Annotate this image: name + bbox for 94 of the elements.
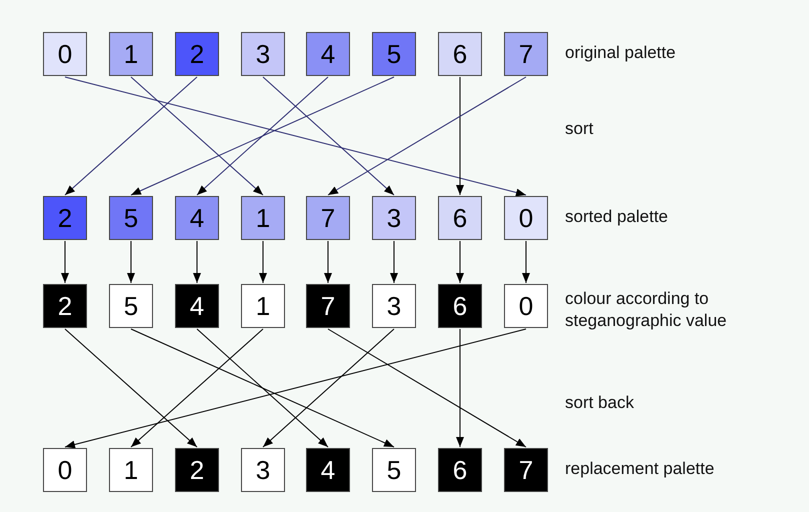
palette-index: 3: [386, 205, 402, 231]
palette-entry-box: [241, 196, 285, 240]
palette-index: 4: [190, 293, 204, 319]
arrow: [196, 76, 328, 196]
arrow: [196, 328, 328, 448]
palette-index: 6: [452, 205, 468, 231]
palette-index: 0: [58, 41, 72, 67]
palette-entry-box: [43, 448, 87, 492]
arrow: [64, 328, 198, 448]
palette-index: 0: [518, 205, 534, 231]
palette-entry-box: [175, 284, 219, 328]
palette-index: 5: [124, 205, 138, 231]
row-label: sorted palette: [565, 206, 670, 228]
arrow: [262, 328, 394, 448]
arrow: [456, 240, 464, 284]
arrow: [130, 328, 264, 448]
arrow: [328, 328, 526, 448]
row-label: replacement palette: [565, 458, 716, 480]
palette-entry-box: [504, 196, 548, 240]
palette-entry-box: [43, 32, 87, 76]
arrow: [193, 240, 201, 284]
arrow: [64, 328, 526, 448]
arrow: [61, 240, 69, 284]
arrow: [456, 328, 464, 448]
palette-entry-box: [109, 196, 153, 240]
row-label: sort back: [565, 392, 635, 414]
row-label: sort: [565, 118, 594, 140]
palette-index: 1: [124, 41, 138, 67]
palette-entry-box: [241, 32, 285, 76]
arrow: [130, 76, 264, 196]
palette-entry-box: [438, 32, 482, 76]
palette-index: 7: [320, 293, 336, 319]
palette-entry-box: [438, 448, 482, 492]
palette-index: 6: [452, 41, 468, 67]
palette-entry-box: [109, 448, 153, 492]
arrow: [259, 240, 267, 284]
palette-index: 5: [124, 293, 138, 319]
palette-entry-box: [175, 448, 219, 492]
arrow: [456, 76, 464, 196]
palette-entry-box: [438, 196, 482, 240]
palette-index: 7: [518, 457, 534, 483]
arrow: [262, 76, 394, 196]
palette-entry-box: [504, 284, 548, 328]
palette-index: 0: [518, 293, 534, 319]
palette-index: 2: [58, 205, 72, 231]
arrow: [64, 76, 198, 196]
arrow: [328, 76, 526, 196]
palette-entry-box: [504, 448, 548, 492]
palette-entry-box: [241, 284, 285, 328]
arrow: [390, 240, 398, 284]
palette-entry-box: [504, 32, 548, 76]
palette-entry-box: [241, 448, 285, 492]
palette-entry-box: [438, 284, 482, 328]
arrow: [130, 76, 394, 196]
palette-entry-box: [372, 284, 416, 328]
palette-entry-box: [372, 448, 416, 492]
palette-index: 1: [256, 205, 270, 231]
palette-index: 2: [58, 293, 72, 319]
palette-index: 3: [386, 293, 402, 319]
palette-entry-box: [372, 32, 416, 76]
palette-index: 6: [452, 457, 468, 483]
palette-index: 1: [256, 293, 270, 319]
palette-index: 3: [256, 457, 270, 483]
palette-index: 4: [320, 41, 336, 67]
palette-entry-box: [372, 196, 416, 240]
palette-index: 7: [518, 41, 534, 67]
palette-entry-box: [306, 196, 350, 240]
palette-entry-box: [43, 196, 87, 240]
arrow: [324, 240, 332, 284]
arrow: [130, 328, 394, 448]
row-label: colour according to steganographic value: [565, 288, 728, 332]
palette-index: 2: [190, 41, 204, 67]
palette-entry-box: [306, 448, 350, 492]
palette-entry-box: [175, 32, 219, 76]
palette-index: 2: [190, 457, 204, 483]
palette-index: 4: [190, 205, 204, 231]
palette-index: 1: [124, 457, 138, 483]
palette-entry-box: [109, 32, 153, 76]
row-label: original palette: [565, 42, 677, 64]
palette-index: 5: [386, 41, 402, 67]
palette-index: 7: [320, 205, 336, 231]
palette-entry-box: [306, 284, 350, 328]
palette-entry-box: [175, 196, 219, 240]
arrow: [127, 240, 135, 284]
arrow: [522, 240, 530, 284]
palette-index: 3: [256, 41, 270, 67]
arrow: [64, 76, 526, 196]
palette-index: 6: [452, 293, 468, 319]
palette-index: 5: [386, 457, 402, 483]
palette-entry-box: [43, 284, 87, 328]
palette-entry-box: [109, 284, 153, 328]
palette-index: 0: [58, 457, 72, 483]
palette-entry-box: [306, 32, 350, 76]
palette-index: 4: [320, 457, 336, 483]
